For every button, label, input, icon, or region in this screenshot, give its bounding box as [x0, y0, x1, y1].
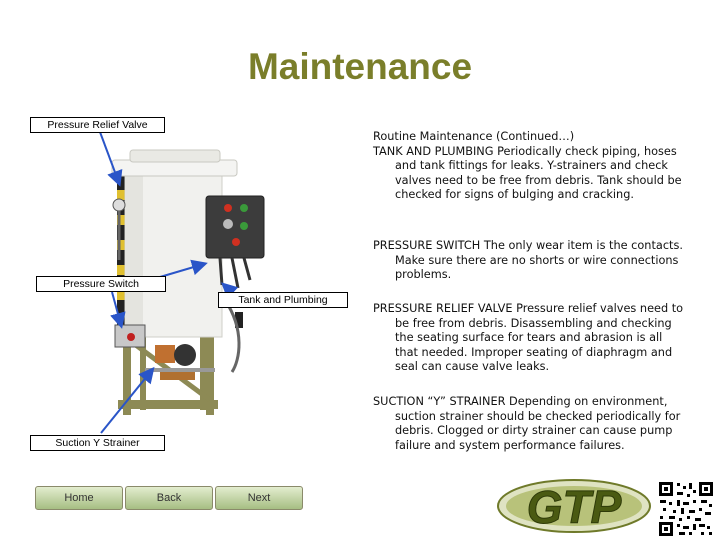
maintenance-text: Routine Maintenance (Continued…) TANK AN…: [373, 130, 688, 203]
next-button[interactable]: Next: [215, 486, 303, 510]
page-title: Maintenance: [247, 46, 473, 87]
qr-code: [657, 480, 715, 538]
home-button[interactable]: Home: [35, 486, 123, 510]
section-suction-y-strainer: SUCTION “Y” STRAINER Depending on enviro…: [373, 395, 688, 453]
maintenance-text-relief: PRESSURE RELIEF VALVE Pressure relief va…: [373, 302, 688, 375]
section-body: Depending on environment, suction strain…: [395, 395, 681, 452]
callout-pressure-relief-valve: Pressure Relief Valve: [30, 117, 165, 133]
content-heading: Routine Maintenance (Continued…): [373, 130, 575, 143]
section-head: PRESSURE RELIEF VALVE: [373, 302, 513, 315]
section-pressure-relief-valve: PRESSURE RELIEF VALVE Pressure relief va…: [373, 302, 688, 375]
back-button[interactable]: Back: [125, 486, 213, 510]
callout-suction-y-strainer: Suction Y Strainer: [30, 435, 165, 451]
section-body: The only wear item is the contacts. Make…: [395, 239, 683, 281]
section-body: Periodically check piping, hoses and tan…: [395, 144, 682, 202]
logo-text: GTP: [527, 481, 622, 533]
section-body: Pressure relief valves need to be free f…: [395, 302, 684, 373]
gtp-logo: GTP: [497, 479, 651, 534]
maintenance-text-strainer: SUCTION “Y” STRAINER Depending on enviro…: [373, 395, 688, 453]
section-head: PRESSURE SWITCH: [373, 239, 481, 252]
section-head: TANK AND PLUMBING: [373, 144, 494, 158]
maintenance-text-switch: PRESSURE SWITCH The only wear item is th…: [373, 239, 688, 283]
section-pressure-switch: PRESSURE SWITCH The only wear item is th…: [373, 239, 688, 283]
section-head: SUCTION “Y” STRAINER: [373, 395, 506, 408]
equipment-photo: [99, 131, 265, 434]
callout-pressure-switch: Pressure Switch: [36, 276, 166, 292]
callout-tank-and-plumbing: Tank and Plumbing: [218, 292, 348, 308]
section-tank-and-plumbing: TANK AND PLUMBING Periodically check pip…: [373, 145, 688, 203]
